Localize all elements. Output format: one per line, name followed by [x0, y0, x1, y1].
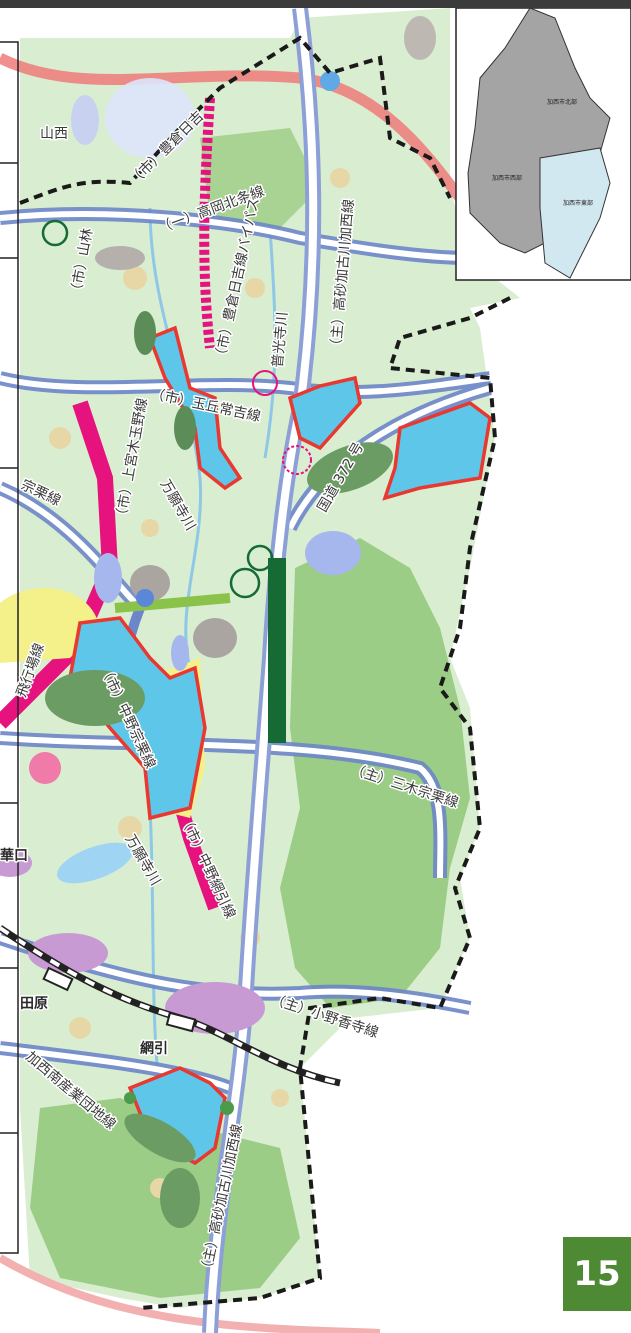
facility-markers [0, 16, 436, 1228]
road-light-green [114, 593, 231, 613]
river-fukushoji [263, 227, 277, 459]
label-fukushoji: 普光寺川 [270, 311, 291, 368]
top-bar [0, 0, 631, 8]
road-toyokura-bypass [199, 97, 215, 349]
road-red-bottom [0, 1254, 381, 1333]
label-tahara: 田原 [20, 996, 48, 1012]
inset-region-east [539, 147, 611, 279]
interchange-icon [41, 219, 312, 1115]
svg-text:加西市西部: 加西市西部 [492, 174, 522, 182]
planned-road [268, 558, 286, 743]
city-boundary [19, 35, 511, 1310]
station-icon [165, 1011, 197, 1033]
industrial-zones [68, 325, 492, 1166]
label-north-edge: 山西 [40, 126, 68, 142]
river-mangan [148, 207, 203, 669]
station-icon [42, 966, 74, 992]
land-use-map: （一）高岡北条線 （市）山林 （市）豊倉日吉線バイパス （主）高砂加古川加西線 … [0, 8, 631, 1333]
svg-text:加西市東部: 加西市東部 [563, 199, 593, 207]
left-frame [0, 41, 19, 1254]
svg-text:加西市北部: 加西市北部 [547, 98, 577, 106]
road-red-top [0, 53, 465, 202]
page-number-badge: 15 [563, 1237, 631, 1311]
label-tsunabiki: 網引 [140, 1040, 168, 1057]
inset-map: 加西市北部 加西市西部 加西市東部 [455, 8, 631, 281]
label-kuchi: 華口 [0, 847, 28, 864]
forest-north [200, 128, 320, 228]
forest-east [280, 538, 470, 1008]
